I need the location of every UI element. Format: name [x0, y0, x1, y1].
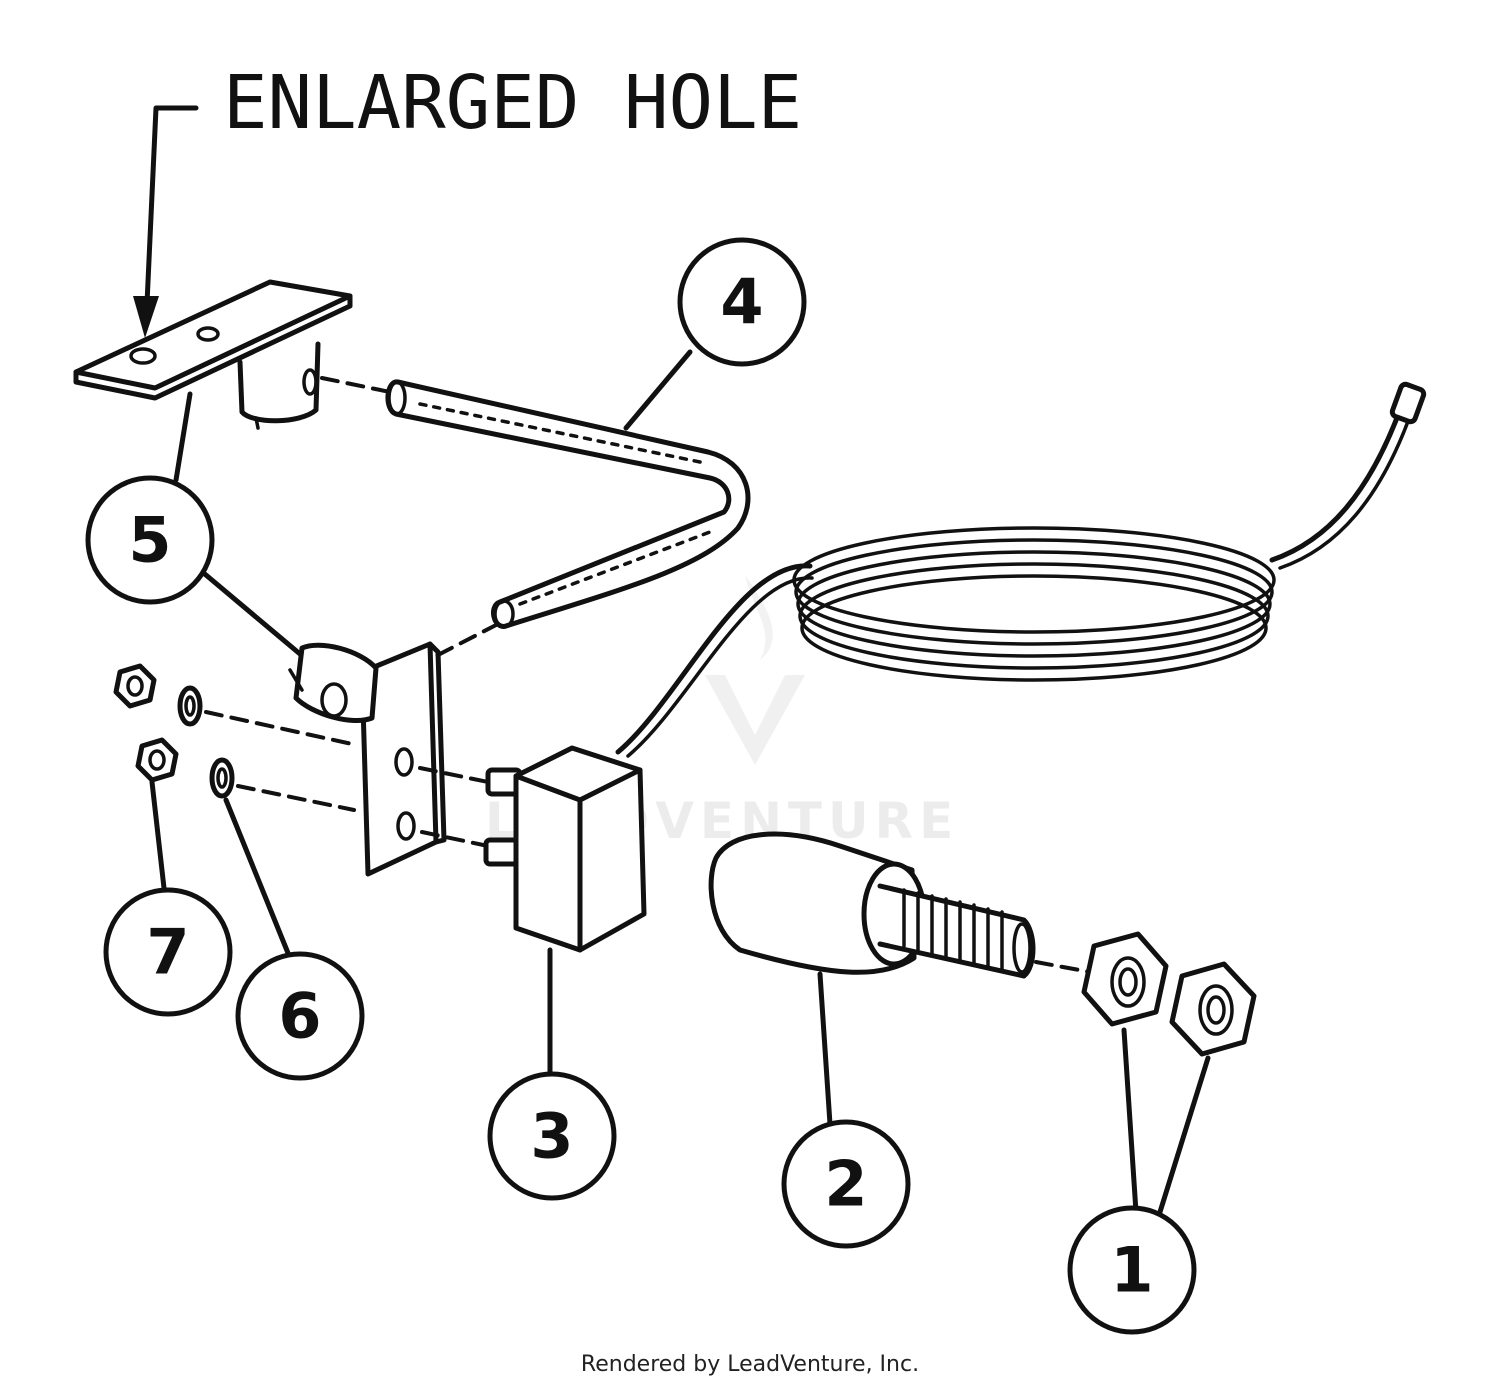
coiled-cable	[792, 381, 1427, 682]
switch-part	[418, 563, 814, 953]
enlarged-hole-leader	[133, 105, 199, 338]
callout-3: 3	[487, 1071, 617, 1201]
callout-6-number: 6	[278, 980, 321, 1053]
callout-1-number: 1	[1110, 1234, 1153, 1307]
sleeve-part	[708, 831, 1092, 979]
callout-2-number: 2	[824, 1148, 867, 1221]
callout-2: 2	[781, 1119, 911, 1249]
bracket-mount	[288, 641, 447, 877]
callout-4: 4	[677, 237, 807, 367]
rod-part	[320, 376, 751, 658]
footer-credit: Rendered by LeadVenture, Inc.	[580, 1352, 920, 1377]
callout-5-number: 5	[128, 504, 171, 577]
callout-7-number: 7	[146, 916, 189, 989]
callout-7: 7	[103, 887, 233, 1017]
callout-leaders	[149, 349, 1211, 1215]
nut-washer-set	[113, 663, 356, 812]
callout-1: 1	[1067, 1205, 1197, 1335]
hex-nuts-part	[1081, 931, 1257, 1057]
callout-6: 6	[235, 951, 365, 1081]
callout-5: 5	[85, 475, 215, 605]
callout-3-number: 3	[530, 1100, 573, 1173]
enlarged-hole-label: ENLARGED HOLE	[223, 60, 802, 146]
bracket-part	[73, 279, 353, 430]
callout-4-number: 4	[720, 266, 763, 339]
